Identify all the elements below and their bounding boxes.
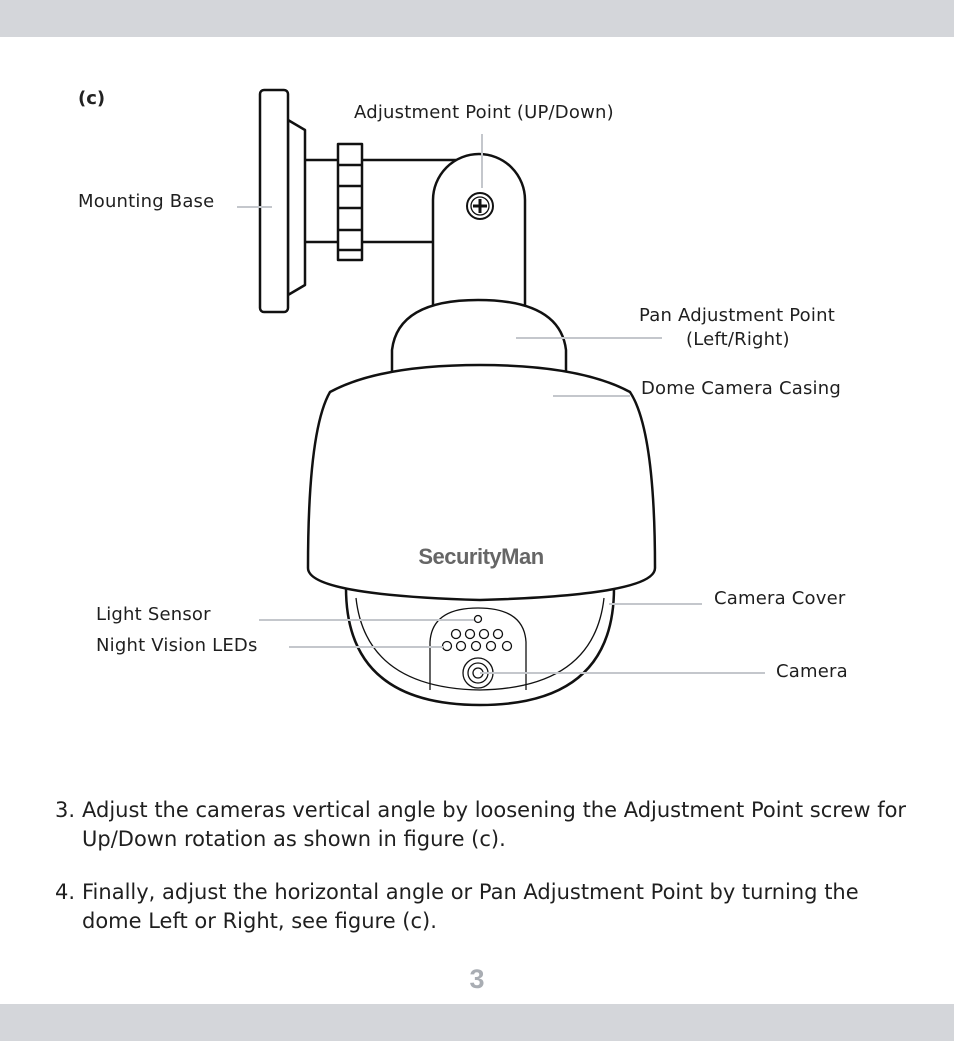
callout-camera-cover: Camera Cover <box>714 588 846 609</box>
callout-pan-point-line1: Pan Adjustment Point <box>639 305 835 326</box>
header-band <box>0 0 954 37</box>
footer-band <box>0 1004 954 1041</box>
figure-label: (c) <box>78 88 106 109</box>
callout-dome-casing: Dome Camera Casing <box>641 378 841 399</box>
step-4: 4. Finally, adjust the horizontal angle … <box>55 878 915 936</box>
callout-mounting-base: Mounting Base <box>78 191 215 212</box>
threaded-collar <box>336 142 364 262</box>
callout-pan-point-line2: (Left/Right) <box>686 329 790 350</box>
callout-night-vision: Night Vision LEDs <box>96 635 258 656</box>
brand-logo: SecurityMan <box>418 544 543 569</box>
step-number: 3. <box>55 798 76 822</box>
light-sensor <box>473 614 483 624</box>
step-number: 4. <box>55 880 76 904</box>
page-number: 3 <box>469 964 485 994</box>
mounting-base-plate <box>258 88 290 314</box>
callout-light-sensor: Light Sensor <box>96 604 211 625</box>
step-text: Finally, adjust the horizontal angle or … <box>82 880 859 933</box>
step-text: Adjust the cameras vertical angle by loo… <box>82 798 907 851</box>
leader-lines <box>237 134 765 674</box>
adjustment-screw <box>466 192 494 220</box>
base-flange <box>286 118 307 297</box>
pan-collar <box>390 298 568 374</box>
camera-diagram: SecurityMan <box>237 88 765 707</box>
step-3: 3. Adjust the cameras vertical angle by … <box>55 796 915 854</box>
callout-camera: Camera <box>776 661 848 682</box>
callout-adjustment-point: Adjustment Point (UP/Down) <box>354 102 614 123</box>
dome-casing <box>306 363 657 602</box>
adjustment-knuckle <box>431 152 527 324</box>
